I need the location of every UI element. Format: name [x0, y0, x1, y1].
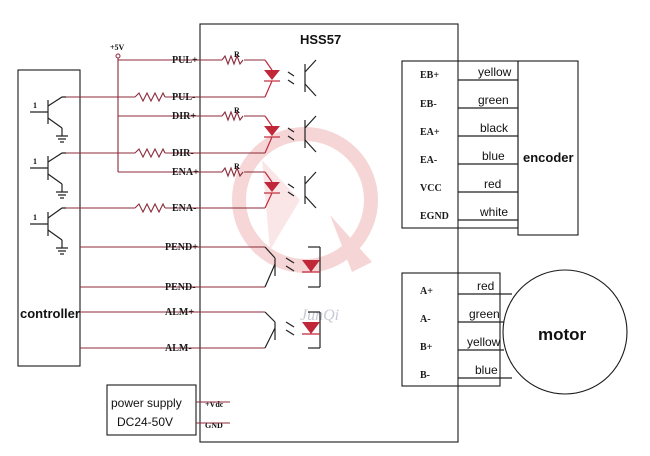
encoder-pin-egnd: EGND — [420, 211, 449, 222]
motor-color-b-plus: yellow — [467, 335, 501, 349]
optocoupler-ena — [264, 171, 317, 209]
motor-pins: A+ A- B+ B- — [420, 286, 433, 381]
motor-connector-box — [401, 272, 501, 387]
input-label-alm-plus: ALM+ — [165, 307, 194, 318]
encoder-pin-ea-minus: EA- — [420, 155, 437, 166]
gnd-label: GND — [205, 421, 223, 430]
motor-label: motor — [538, 325, 587, 344]
encoder-pins: EB+ EB- EA+ EA- VCC EGND — [420, 70, 449, 222]
input-label-ena-plus: ENA+ — [172, 167, 199, 178]
encoder-wire-colors: yellow green black blue red white — [478, 65, 512, 219]
encoder-color-eb-plus: yellow — [478, 65, 512, 79]
power-supply-box — [106, 384, 197, 436]
supply-5v-label: +5V — [110, 43, 125, 52]
transistor-label-2: 1 — [33, 157, 37, 166]
encoder-pin-ea-plus: EA+ — [420, 127, 440, 138]
encoder-color-ea-minus: blue — [482, 149, 505, 163]
motor-pin-a-plus: A+ — [420, 286, 433, 297]
power-supply-voltage: DC24-50V — [117, 415, 173, 429]
optocoupler-dir — [264, 115, 317, 154]
resistors — [134, 54, 244, 214]
driver-box — [199, 23, 459, 443]
resistor-label-ena: R — [234, 162, 240, 171]
input-label-pul-plus: PUL+ — [172, 55, 198, 66]
resistor-label-pul: R — [234, 50, 240, 59]
encoder-pin-eb-minus: EB- — [420, 99, 437, 110]
encoder-color-ea-plus: black — [480, 121, 509, 135]
encoder-label: encoder — [523, 150, 574, 165]
motor-color-a-minus: green — [469, 307, 500, 321]
controller-box — [17, 69, 81, 367]
input-wires — [66, 59, 265, 349]
optocoupler-pend — [264, 246, 321, 288]
input-label-dir-plus: DIR+ — [172, 111, 196, 122]
vdc-label: +Vdc — [205, 400, 224, 409]
motor-pin-b-plus: B+ — [420, 342, 433, 353]
motor-pin-a-minus: A- — [420, 314, 431, 325]
encoder-wires — [458, 79, 518, 221]
encoder-pin-eb-plus: EB+ — [420, 70, 439, 81]
controller-transistors — [30, 96, 68, 255]
encoder-color-vcc: red — [484, 177, 501, 191]
input-label-pend-plus: PEND+ — [165, 242, 198, 253]
transistor-label-1: 1 — [33, 101, 37, 110]
input-label-dir-minus: DIR- — [172, 148, 194, 159]
encoder-connector-box — [401, 60, 519, 229]
encoder-color-egnd: white — [479, 205, 508, 219]
motor-wire-colors: red green yellow blue — [467, 279, 501, 377]
motor-color-a-plus: red — [477, 279, 494, 293]
encoder-box — [517, 60, 579, 236]
controller-label: controller — [20, 306, 80, 321]
optocoupler-alm — [264, 311, 321, 349]
optocoupler-pul — [264, 59, 317, 98]
supply-5v-node — [115, 53, 121, 59]
input-label-ena-minus: ENA- — [172, 203, 196, 214]
input-label-alm-minus: ALM- — [165, 343, 192, 354]
motor-circle — [502, 269, 628, 395]
power-supply-label: power supply — [111, 396, 182, 410]
input-label-pend-minus: PEND- — [165, 282, 196, 293]
input-label-pul-minus: PUL- — [172, 92, 195, 103]
motor-pin-b-minus: B- — [420, 370, 430, 381]
resistor-label-dir: R — [234, 106, 240, 115]
encoder-color-eb-minus: green — [478, 93, 509, 107]
transistor-label-3: 1 — [33, 213, 37, 222]
motor-color-b-minus: blue — [475, 363, 498, 377]
encoder-pin-vcc: VCC — [420, 183, 442, 194]
motor-wires — [458, 293, 512, 379]
input-labels: PUL+ PUL- DIR+ DIR- ENA+ ENA- PEND+ PEND… — [165, 55, 199, 354]
driver-title: HSS57 — [300, 32, 341, 47]
